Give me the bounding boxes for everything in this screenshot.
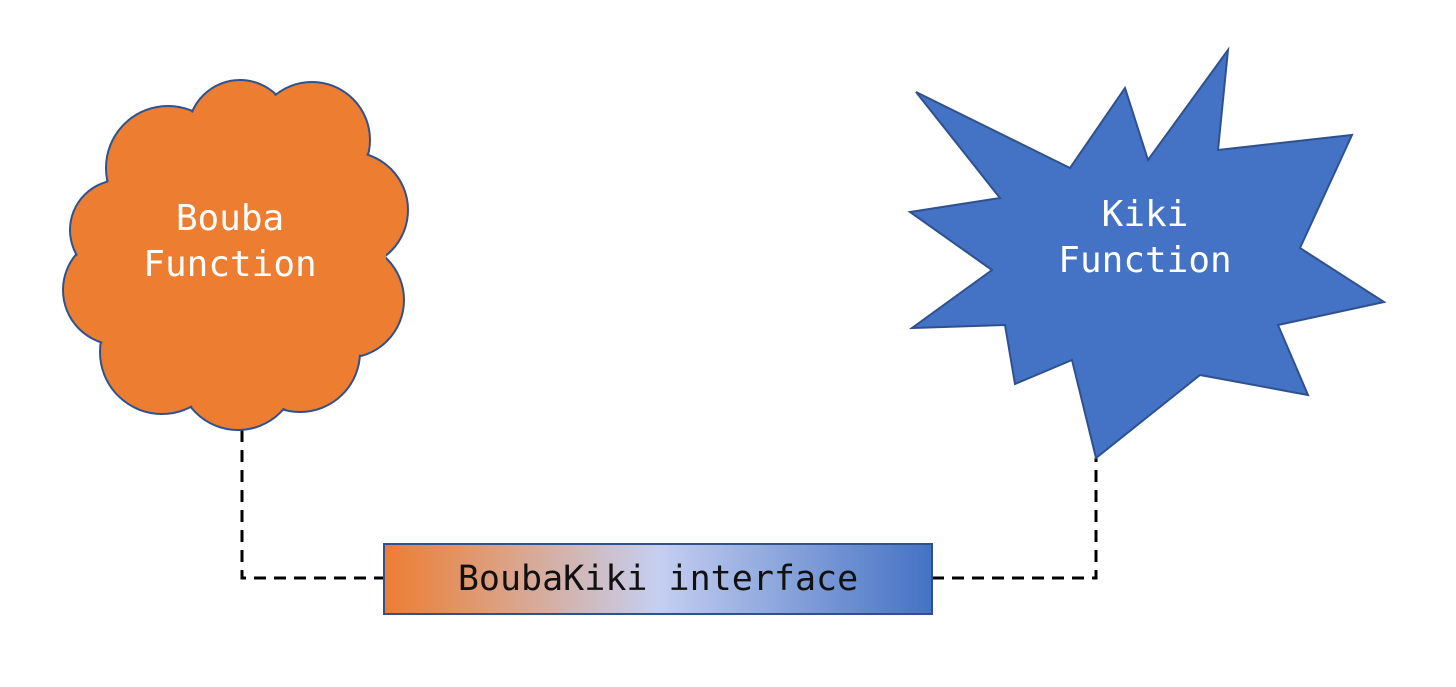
boubakiki-interface-label: BoubaKiki interface: [457, 559, 859, 599]
connector-bouba-to-interface: [240, 430, 384, 580]
interface-box: [383, 543, 933, 615]
kiki-function-label: Kiki Function: [1058, 194, 1232, 281]
kiki-starburst-shape: [907, 46, 1387, 460]
connector-interface-to-kiki: [932, 458, 1098, 580]
bouba-cloud-shape: [62, 79, 409, 431]
bouba-function-label: Bouba Function: [143, 198, 317, 285]
